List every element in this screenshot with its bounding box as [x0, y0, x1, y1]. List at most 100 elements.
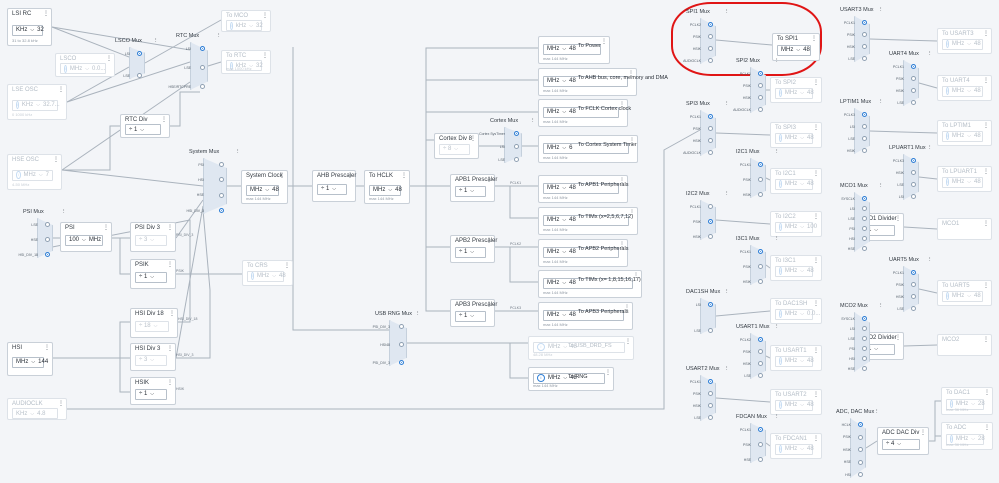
kebab-menu-icon[interactable]: ⋮: [983, 169, 989, 175]
usart1-mux-radio[interactable]: [758, 337, 763, 342]
kebab-menu-icon[interactable]: ⋮: [601, 39, 607, 45]
kebab-menu-icon[interactable]: ⋮: [724, 366, 730, 372]
kebab-menu-icon[interactable]: ⋮: [983, 221, 989, 227]
kebab-menu-icon[interactable]: ⋮: [58, 87, 64, 93]
kebab-menu-icon[interactable]: ⋮: [43, 11, 49, 17]
usart2-mux-radio[interactable]: [708, 415, 713, 420]
fdcan-mux-radio[interactable]: [758, 427, 763, 432]
psi-input[interactable]: 100⌵MHz: [65, 234, 103, 246]
lptim1-mux-radio[interactable]: [862, 124, 867, 129]
uart4-mux-radio[interactable]: [911, 76, 916, 81]
spi3-mux-radio[interactable]: [708, 114, 713, 119]
kebab-menu-icon[interactable]: ⋮: [486, 238, 492, 244]
kebab-menu-icon[interactable]: ⋮: [167, 380, 173, 386]
kebab-menu-icon[interactable]: ⋮: [813, 214, 819, 220]
lptim1-mux-radio[interactable]: [862, 112, 867, 117]
uart4-mux-radio[interactable]: [911, 100, 916, 105]
kebab-menu-icon[interactable]: ⋮: [401, 173, 407, 179]
system-clock-input[interactable]: MHz⌵48: [246, 184, 279, 196]
kebab-menu-icon[interactable]: ⋮: [279, 173, 285, 179]
to-power-input[interactable]: MHz⌵48: [543, 43, 601, 55]
cortex-div8-input[interactable]: ÷ 8⌵: [439, 143, 470, 155]
to-hclk-input[interactable]: MHz⌵48: [369, 184, 402, 196]
kebab-menu-icon[interactable]: ⋮: [724, 9, 730, 15]
hsi-div3-input[interactable]: ÷ 3⌵: [135, 354, 167, 366]
kebab-menu-icon[interactable]: ⋮: [983, 78, 989, 84]
lsco-mux-radio[interactable]: [137, 51, 142, 56]
mco2-mux-radio[interactable]: [862, 316, 867, 321]
to-ahb-input[interactable]: MHz⌵48: [543, 75, 628, 87]
lpuart1-mux-radio[interactable]: [911, 170, 916, 175]
kebab-menu-icon[interactable]: ⋮: [813, 392, 819, 398]
kebab-menu-icon[interactable]: ⋮: [895, 335, 901, 341]
i3c1-mux-radio[interactable]: [758, 264, 763, 269]
kebab-menu-icon[interactable]: ⋮: [874, 409, 880, 415]
adc-dac-mux-radio[interactable]: [858, 447, 863, 452]
kebab-menu-icon[interactable]: ⋮: [167, 262, 173, 268]
spi2-mux-radio[interactable]: [758, 95, 763, 100]
rtc-mux-radio[interactable]: [200, 84, 205, 89]
cortex-mux-radio[interactable]: [514, 144, 519, 149]
to-spi1-input[interactable]: MHz⌵48: [777, 44, 811, 56]
to-apb2-input[interactable]: MHz⌵48: [543, 246, 619, 258]
usart1-mux-radio[interactable]: [758, 361, 763, 366]
kebab-menu-icon[interactable]: ⋮: [878, 303, 884, 309]
kebab-menu-icon[interactable]: ⋮: [44, 345, 50, 351]
adc-dac-div-input[interactable]: ÷ 4⌵: [882, 438, 920, 450]
lptim1-mux-radio[interactable]: [862, 136, 867, 141]
kebab-menu-icon[interactable]: ⋮: [624, 305, 630, 311]
uart5-mux-radio[interactable]: [911, 270, 916, 275]
mco1-mux-radio[interactable]: [862, 196, 867, 201]
adc-dac-mux-radio[interactable]: [858, 472, 863, 477]
mco1-mux-radio[interactable]: [862, 216, 867, 221]
kebab-menu-icon[interactable]: ⋮: [106, 56, 112, 62]
kebab-menu-icon[interactable]: ⋮: [927, 51, 933, 57]
kebab-menu-icon[interactable]: ⋮: [813, 348, 819, 354]
mco2-mux-radio[interactable]: [862, 336, 867, 341]
kebab-menu-icon[interactable]: ⋮: [878, 99, 884, 105]
kebab-menu-icon[interactable]: ⋮: [530, 118, 536, 124]
kebab-menu-icon[interactable]: ⋮: [629, 138, 635, 144]
spi2-mux-radio[interactable]: [758, 71, 763, 76]
kebab-menu-icon[interactable]: ⋮: [984, 425, 990, 431]
kebab-menu-icon[interactable]: ⋮: [774, 149, 780, 155]
kebab-menu-icon[interactable]: ⋮: [813, 258, 819, 264]
i3c1-mux-radio[interactable]: [758, 279, 763, 284]
kebab-menu-icon[interactable]: ⋮: [920, 430, 926, 436]
kebab-menu-icon[interactable]: ⋮: [262, 53, 268, 59]
system-mux-radio[interactable]: [219, 162, 224, 167]
kebab-menu-icon[interactable]: ⋮: [619, 178, 625, 184]
i2c2-mux-radio[interactable]: [708, 204, 713, 209]
kebab-menu-icon[interactable]: ⋮: [813, 171, 819, 177]
kebab-menu-icon[interactable]: ⋮: [347, 173, 353, 179]
mco1-mux-radio[interactable]: [862, 206, 867, 211]
kebab-menu-icon[interactable]: ⋮: [774, 58, 780, 64]
usb-rng-mux-radio[interactable]: [399, 342, 404, 347]
adc-dac-mux-radio[interactable]: [858, 459, 863, 465]
apb2-prescaler-input[interactable]: ÷ 1⌵: [455, 246, 486, 258]
